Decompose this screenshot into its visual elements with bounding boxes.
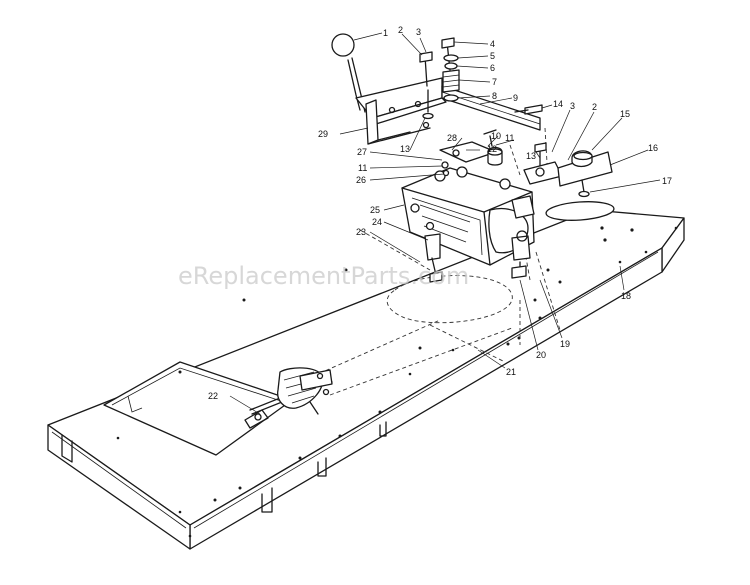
callout-17: 17 bbox=[662, 176, 672, 186]
callout-4: 4 bbox=[490, 39, 495, 49]
callout-8: 8 bbox=[492, 91, 497, 101]
callout-11b: 11 bbox=[358, 163, 367, 173]
callout-1: 1 bbox=[383, 28, 388, 38]
callout-6: 6 bbox=[490, 63, 495, 73]
callout-13b: 13 bbox=[526, 151, 536, 161]
callout-28: 28 bbox=[447, 133, 457, 143]
callout-5: 5 bbox=[490, 51, 495, 61]
callout-14: 14 bbox=[553, 99, 563, 109]
leader-lines bbox=[229, 32, 661, 415]
callout-19: 19 bbox=[560, 339, 570, 349]
fastener-stack bbox=[419, 37, 460, 120]
callout-21: 21 bbox=[506, 367, 516, 377]
callout-13: 13 bbox=[400, 144, 410, 154]
spring-rod-assembly bbox=[244, 367, 333, 429]
callout-18: 18 bbox=[621, 291, 631, 301]
callout-20: 20 bbox=[536, 350, 546, 360]
chassis-frame bbox=[47, 201, 685, 550]
callout-7: 7 bbox=[492, 77, 497, 87]
callout-9: 9 bbox=[513, 93, 518, 103]
callout-26: 26 bbox=[356, 175, 366, 185]
callout-29: 29 bbox=[318, 129, 328, 139]
callout-2b: 2 bbox=[592, 102, 597, 112]
callout-15: 15 bbox=[620, 109, 630, 119]
callout-3b: 3 bbox=[570, 101, 575, 111]
callout-10: 10 bbox=[491, 131, 501, 141]
callout-12: 12 bbox=[487, 144, 497, 154]
part-callouts: 1 2 3 4 5 6 7 8 9 14 29 13 28 10 11 12 2… bbox=[208, 25, 672, 401]
transaxle-housing bbox=[401, 166, 535, 283]
shift-bracket-plate bbox=[439, 129, 503, 177]
callout-22: 22 bbox=[208, 391, 218, 401]
callout-16: 16 bbox=[648, 143, 658, 153]
callout-2: 2 bbox=[398, 25, 403, 35]
callout-25: 25 bbox=[370, 205, 380, 215]
callout-11: 11 bbox=[505, 133, 514, 143]
callout-23: 23 bbox=[356, 227, 366, 237]
shift-lever-assembly bbox=[331, 33, 541, 145]
callout-24: 24 bbox=[372, 217, 382, 227]
watermark-text: eReplacementParts.com bbox=[178, 262, 469, 290]
callout-3: 3 bbox=[416, 27, 421, 37]
right-linkage bbox=[514, 104, 613, 198]
callout-27: 27 bbox=[357, 147, 367, 157]
